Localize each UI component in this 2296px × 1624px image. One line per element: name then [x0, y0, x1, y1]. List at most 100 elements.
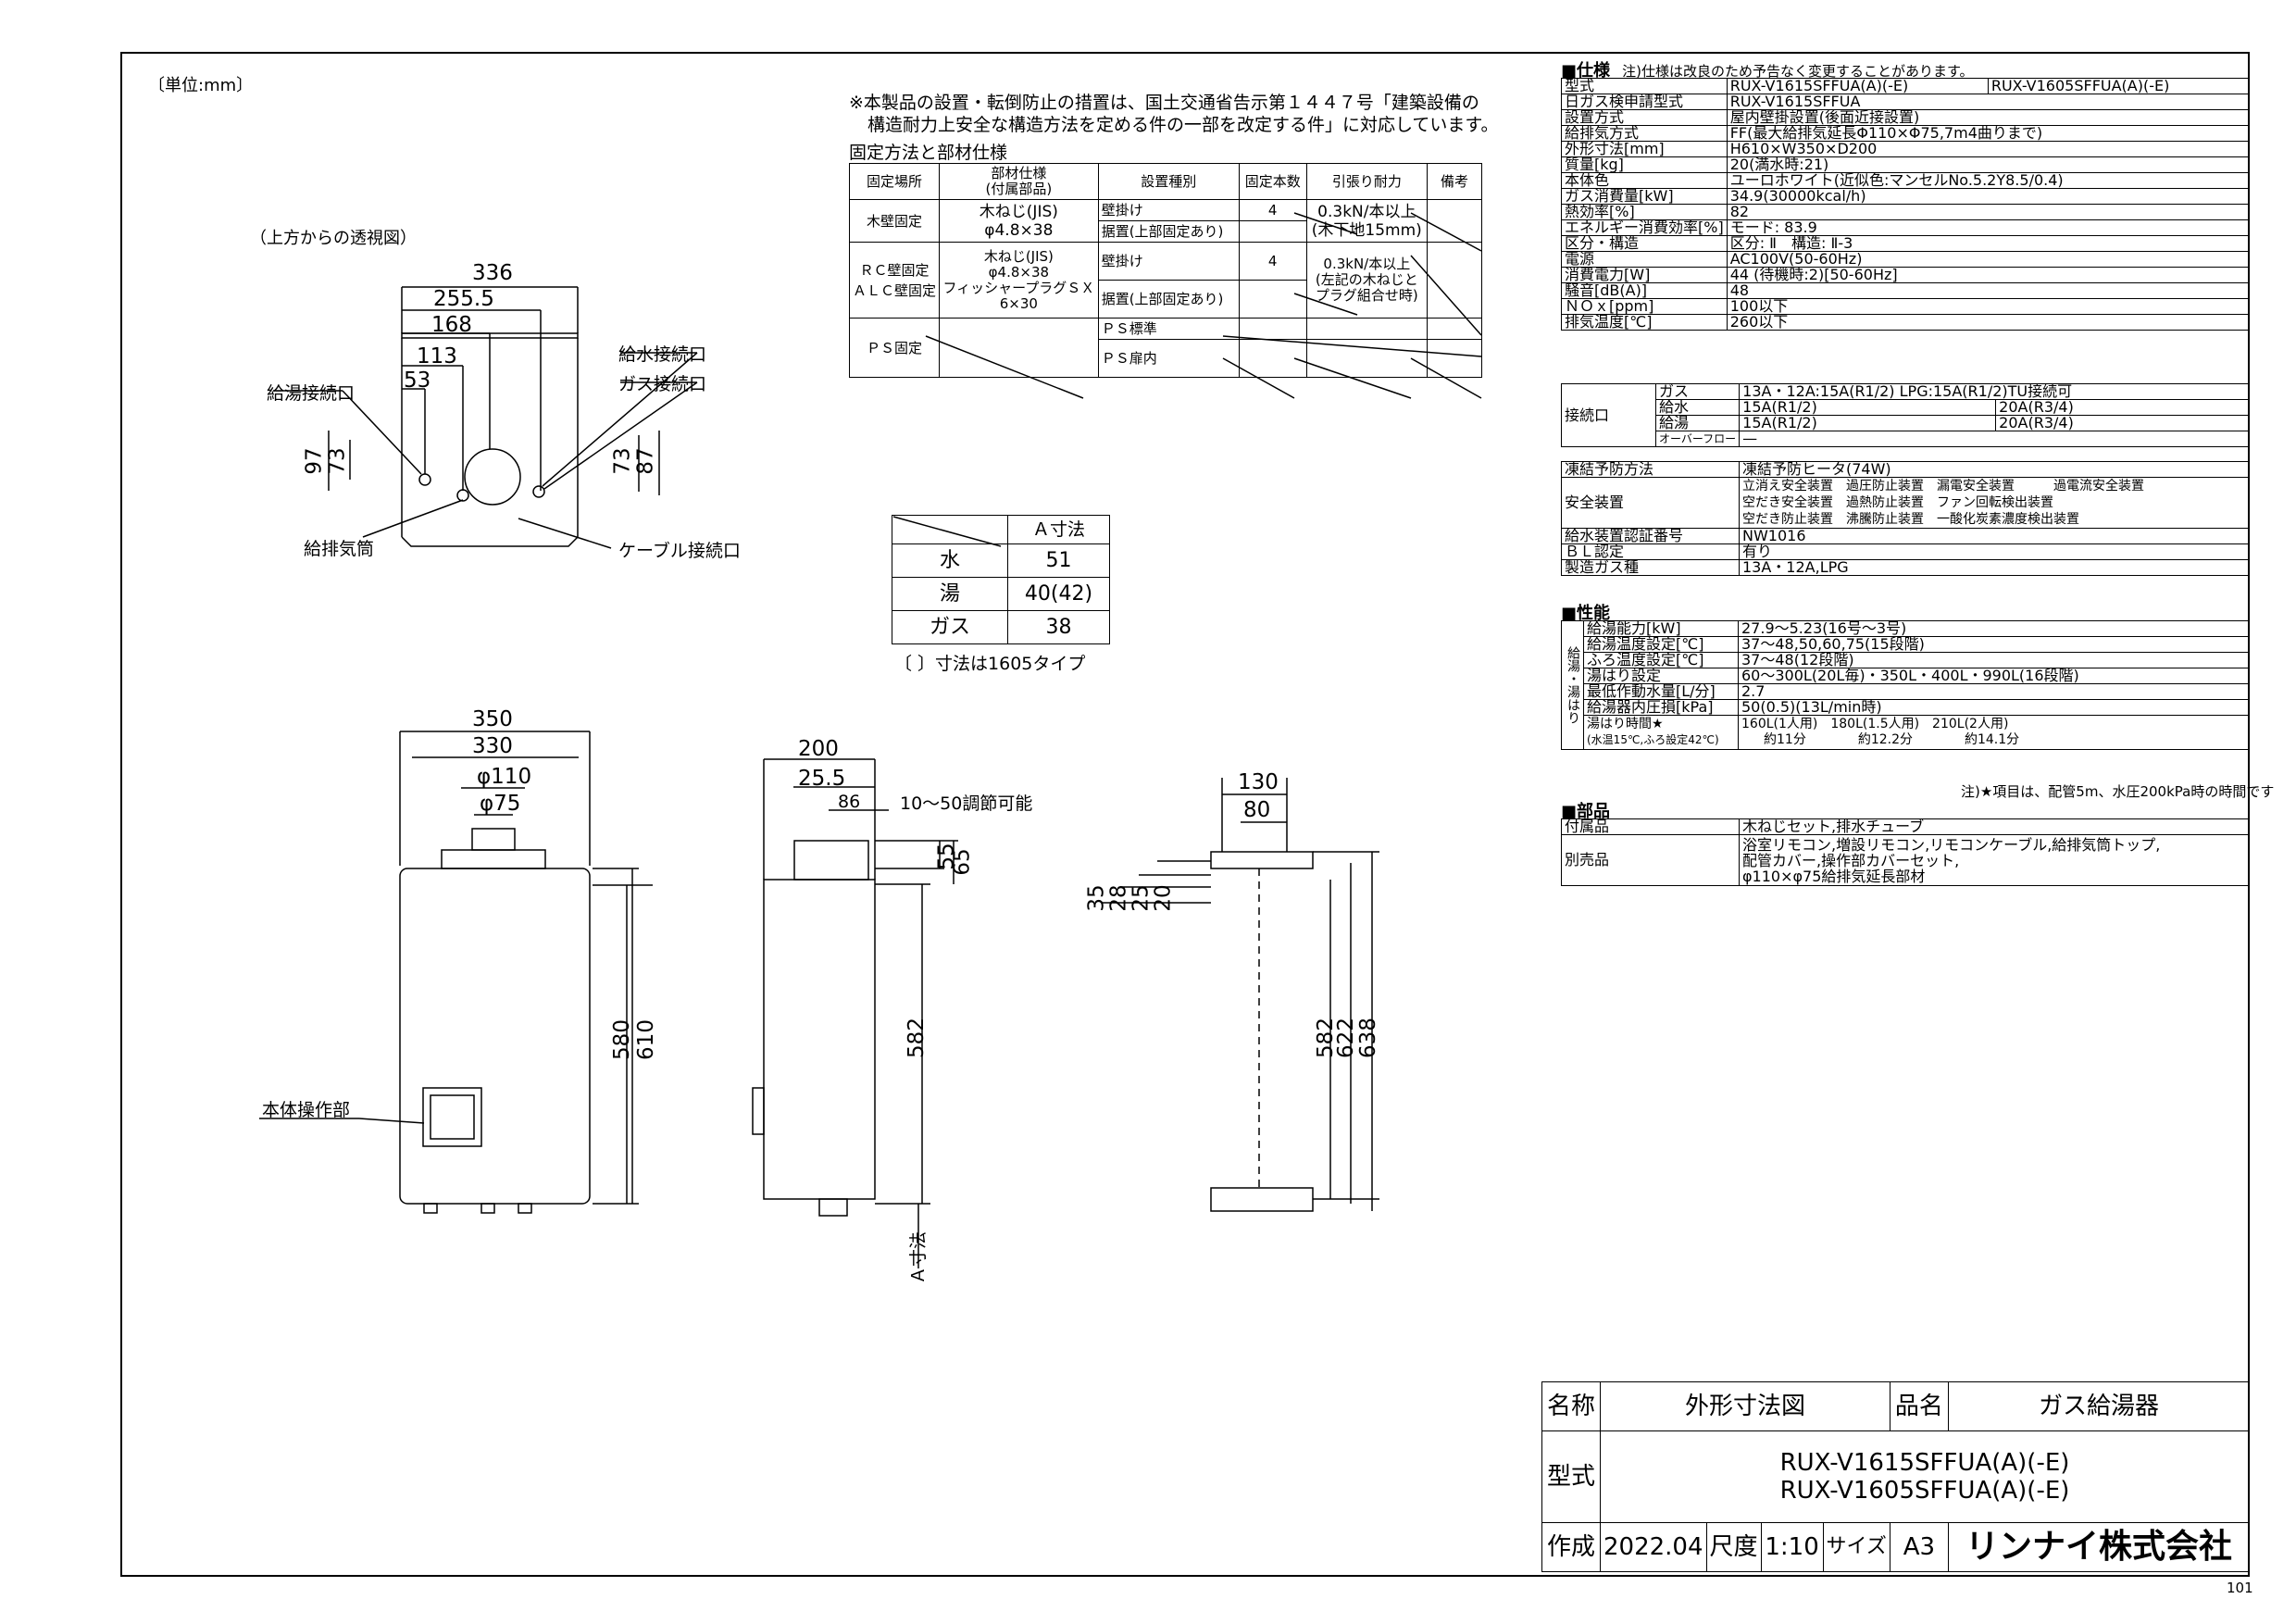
dim-53: 53 [404, 369, 431, 393]
tb-name-label: 名称 [1541, 1381, 1601, 1431]
wood-member-1: 木ねじ(JIS) [979, 202, 1058, 221]
spec-key: 型式 [1561, 78, 1728, 94]
rc-place-2: ＡＬＣ壁固定 [853, 281, 937, 299]
label-a-dim: Ａ寸法 [908, 1230, 930, 1285]
table-slash [1222, 335, 1482, 357]
spec-val: AC100V(50-60Hz) [1726, 251, 2251, 268]
spec-val: 44 (待機時:2)[50-60Hz] [1726, 267, 2251, 283]
fix-rc-note [1427, 242, 1482, 319]
tb-size-label: サイズ [1822, 1522, 1890, 1572]
a-table-note: 〔 〕寸法は1605タイプ [894, 654, 1086, 674]
perf-key: 給湯能力[kW] [1583, 620, 1739, 637]
fix-header: 固定場所 [848, 163, 941, 200]
unit-note: 〔単位:mm〕 [148, 76, 254, 95]
wood-strength-1: 0.3kN/本以上 [1317, 202, 1416, 221]
conn-key: オーバーフロー [1654, 431, 1741, 447]
label-gas-conn: ガス接続口 [618, 374, 707, 394]
spec-key: 外形寸法[mm] [1561, 141, 1728, 157]
parts-val: 木ねじセット,排水チューブ [1739, 818, 2250, 835]
rc-strength-2: (左記の木ねじと [1315, 271, 1418, 288]
spec-key: 製造ガス種 [1561, 559, 1740, 576]
label-water-conn: 給水接続口 [618, 344, 707, 365]
side-view-flue [793, 840, 869, 881]
label-exhaust: 給排気筒 [304, 539, 375, 559]
fix-rc-strength: 0.3kN/本以上(左記の木ねじとプラグ組合せ時) [1305, 242, 1429, 319]
tb-scale-label: 尺度 [1705, 1522, 1762, 1572]
parts-key: 付属品 [1561, 818, 1740, 835]
perf-title: ■性能 [1561, 604, 1611, 623]
operation-panel-inner [430, 1094, 475, 1140]
spec-header: ■仕様 注)仕様は改良のため予告なく変更することがあります。 [1561, 57, 1973, 81]
fix-header: 引張り耐力 [1305, 163, 1429, 200]
tb-date: 2022.04 [1600, 1522, 1707, 1572]
dim-phi110: φ110 [477, 765, 532, 789]
spec-val: FF(最大給排気延長Φ110×Φ75,7m4曲りまで) [1726, 125, 2251, 142]
fix-ps-strength2 [1305, 339, 1429, 378]
bracket-bottom [1210, 1187, 1314, 1212]
spec-key: 給排気方式 [1561, 125, 1728, 142]
perf-key: 湯はり設定 [1583, 668, 1739, 684]
label-adjust: 10〜50調節可能 [900, 793, 1033, 814]
top-view-title: （上方からの透視図） [250, 229, 417, 248]
rc-member-1: 木ねじ(JIS) [983, 247, 1054, 265]
dim-113: 113 [417, 344, 457, 369]
perf-table: 給湯・湯はり 給湯能力[kW] 27.9〜5.23(16号〜3号) 給湯温度設定… [1561, 620, 2250, 750]
safety-label: 安全装置 [1561, 477, 1740, 529]
rc-member-2: φ4.8×38 [988, 263, 1050, 281]
dim-255-5: 255.5 [433, 287, 494, 311]
perf-val: 37〜48,50,60,75(15段階) [1738, 636, 2250, 653]
spec-note: 注)仕様は改良のため予告なく変更することがあります。 [1622, 63, 1974, 80]
fix-wood-note [1427, 199, 1482, 243]
spec-key: 日ガス検申請型式 [1561, 94, 1728, 110]
table-slash [1410, 357, 1482, 399]
dim-580: 580 [609, 1019, 634, 1060]
dim-phi75: φ75 [480, 792, 521, 816]
a-row-value: 38 [1007, 610, 1110, 644]
time-vals-2: 約11分 約12.2分 約14.1分 [1764, 732, 2020, 747]
tb-models: RUX-V1615SFFUA(A)(-E)RUX-V1605SFFUA(A)(-… [1600, 1430, 2250, 1523]
tb-model-2: RUX-V1605SFFUA(A)(-E) [1779, 1477, 2070, 1505]
parts-optional-list: 浴室リモコン,増設リモコン,リモコンケーブル,給排気筒トップ,配管カバー,操作部… [1739, 834, 2250, 886]
conn-table: 接続口 ガス 13A・12A:15A(R1/2) LPG:15A(R1/2)TU… [1561, 383, 2250, 447]
perf-key: ふろ温度設定[℃] [1583, 652, 1739, 668]
time-label-2: (水温15℃,ふろ設定42℃) [1587, 733, 1719, 746]
spec-val: 区分: Ⅱ 構造: Ⅱ-3 [1726, 235, 2251, 252]
spec-val: 有り [1739, 543, 2250, 560]
fix-rc-count2 [1238, 280, 1307, 319]
fix-wood-member: 木ねじ(JIS)φ4.8×38 [939, 199, 1099, 243]
dim-80: 80 [1243, 798, 1271, 822]
safety-line: 空だき安全装置 過熱防止装置 ファン回転検出装置 [1742, 495, 2053, 510]
perf-key: 給湯器内圧損[kPa] [1583, 699, 1739, 716]
table-slash [892, 516, 1002, 547]
parts-table: 付属品木ねじセット,排水チューブ 別売品 浴室リモコン,増設リモコン,リモコンケ… [1561, 818, 2250, 886]
table-slash [1293, 357, 1412, 399]
freeze-val: 凍結予防ヒータ(74W) [1739, 461, 2250, 478]
bracket-top [1210, 851, 1314, 869]
perf-val: 50(0.5)(13L/min時) [1738, 699, 2250, 716]
perf-note: 注)★項目は、配管5m、水圧200kPa時の時間です [1961, 783, 2275, 800]
a-table-header: Ａ寸法 [1007, 515, 1110, 544]
optional-line: 浴室リモコン,増設リモコン,リモコンケーブル,給排気筒トップ, [1742, 835, 2161, 854]
leader [362, 499, 464, 538]
tb-size: A3 [1889, 1522, 1949, 1572]
spec-val: RUX-V1615SFFUA [1726, 94, 2251, 110]
optional-line: φ110×φ75給排気延長部材 [1742, 867, 1926, 885]
a-row-label: 水 [892, 543, 1008, 578]
spec-key: ＢＬ認定 [1561, 543, 1740, 560]
tb-product-label: 品名 [1889, 1381, 1949, 1431]
dim-336: 336 [472, 261, 513, 285]
perf-val: 37〜48(12段階) [1738, 652, 2250, 668]
side-view-panel [752, 1087, 765, 1135]
dim-610: 610 [633, 1019, 658, 1060]
front-view-flue [471, 828, 516, 851]
parts-optional-label: 別売品 [1561, 834, 1740, 886]
front-fitting [518, 1203, 532, 1214]
hot-conn-circle [418, 473, 431, 486]
conn-key: 給湯 [1654, 415, 1741, 431]
leader [342, 390, 422, 475]
rc-member-4: 6×30 [999, 294, 1038, 312]
conn-val-alt: 20A(R3/4) [1995, 415, 2250, 431]
